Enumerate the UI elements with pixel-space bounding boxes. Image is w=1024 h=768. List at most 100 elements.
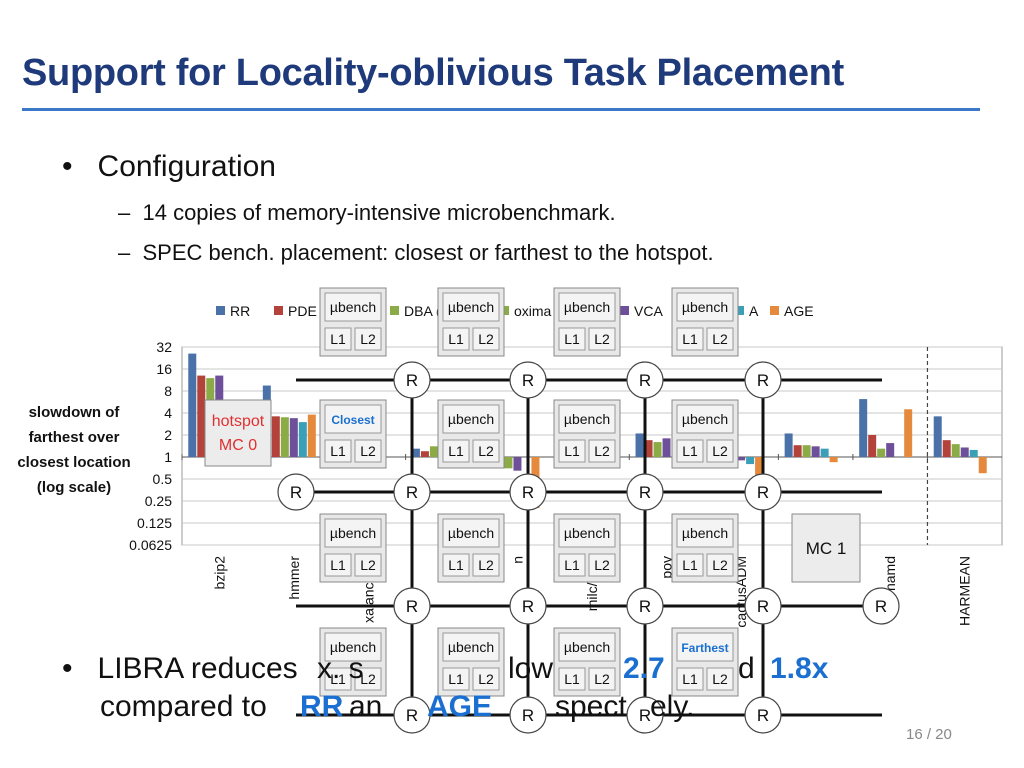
bar-rr-pov [635, 433, 644, 457]
router-circle [626, 587, 664, 625]
l1-box [324, 553, 352, 577]
x-label-harmean: HARMEAN [957, 556, 973, 626]
bar-s3-harmean [951, 444, 960, 457]
ubench-label: µbench [564, 411, 610, 427]
ubench-label: µbench [448, 525, 494, 541]
l2-box [472, 553, 500, 577]
ubench-label: µbench [682, 299, 728, 315]
y-tick-label: 1 [164, 449, 172, 465]
bar-s3-hmmer [280, 417, 289, 457]
bar-vca-de [811, 446, 820, 457]
ubench-label: µbench [330, 525, 376, 541]
x-label-pov: pov [659, 556, 675, 579]
ubench-box [676, 518, 734, 548]
router: R [277, 473, 315, 511]
router: R [393, 473, 431, 511]
bar-pde-namd [868, 435, 877, 457]
bullet-configuration-text: Configuration [97, 150, 276, 183]
bar-rr-bzip2 [188, 353, 197, 457]
libra-value-2-7: 2.7 [623, 652, 665, 685]
libra-rr: RR [300, 690, 344, 723]
bar-s3-de [802, 445, 811, 457]
router-circle [626, 696, 664, 734]
router-label: R [757, 371, 769, 390]
legend-swatch [770, 306, 779, 315]
l2-label: L2 [478, 671, 494, 687]
l1-label: L1 [330, 671, 346, 687]
l2-box [588, 553, 616, 577]
l2-label: L2 [360, 557, 376, 573]
l1-box [558, 327, 586, 351]
l2-label: L2 [712, 331, 728, 347]
ubench-box [558, 632, 616, 662]
l1-label: L1 [330, 443, 346, 459]
router-circle [393, 361, 431, 399]
page-number: 16 / 20 [906, 726, 952, 743]
ubench-label: Farthest [681, 641, 728, 655]
router-label: R [406, 597, 418, 616]
bar-vca-harmean [960, 447, 969, 457]
l2-box [588, 327, 616, 351]
l1-box [324, 327, 352, 351]
l2-label: L2 [594, 671, 610, 687]
l1-box [442, 553, 470, 577]
l2-label: L2 [360, 671, 376, 687]
ubench-box [442, 404, 500, 434]
l2-box [706, 439, 734, 463]
bar-s5-harmean [969, 449, 978, 457]
libra-line2-part-6: ely. [650, 690, 695, 723]
x-label-hmmer: hmmer [286, 556, 302, 600]
router: R [393, 361, 431, 399]
y-tick-label: 0.25 [145, 493, 172, 509]
router-circle [393, 696, 431, 734]
l1-box [442, 327, 470, 351]
l1-label: L1 [448, 331, 464, 347]
bar-vca-cactusadm [737, 457, 746, 461]
router-label: R [406, 483, 418, 502]
router: R [509, 587, 547, 625]
router-label: R [522, 706, 534, 725]
bar-age-harmean [978, 457, 987, 474]
bar-pde-bzip2 [197, 375, 206, 457]
router-label: R [639, 371, 651, 390]
l1-label: L1 [682, 331, 698, 347]
router-circle [509, 361, 547, 399]
libra-age: AGE [427, 690, 493, 723]
ubench-box [676, 404, 734, 434]
l2-box [354, 553, 382, 577]
router: R [744, 473, 782, 511]
title-underline [22, 108, 980, 111]
l1-box [558, 553, 586, 577]
x-label-bzip2: bzip2 [211, 556, 227, 590]
router: R [862, 587, 900, 625]
legend-label: oxima [514, 303, 552, 319]
l1-box [558, 667, 586, 691]
slide-title: Support for Locality-oblivious Task Plac… [22, 52, 844, 94]
router-label: R [875, 597, 887, 616]
bar-rr-harmean [933, 416, 942, 457]
l1-box [676, 327, 704, 351]
l1-label: L1 [564, 557, 580, 573]
bar-pde-harmean [942, 440, 951, 457]
sub-bullet-1: – 14 copies of memory-intensive microben… [118, 200, 616, 226]
bar-s5-de [820, 448, 829, 457]
l1-label: L1 [448, 443, 464, 459]
l1-label: L1 [682, 557, 698, 573]
router-circle [744, 361, 782, 399]
ubench-box [324, 518, 382, 548]
router-circle [744, 587, 782, 625]
dash: – [118, 200, 131, 225]
router: R [744, 696, 782, 734]
router: R [626, 587, 664, 625]
l1-box [676, 553, 704, 577]
router-circle [626, 361, 664, 399]
